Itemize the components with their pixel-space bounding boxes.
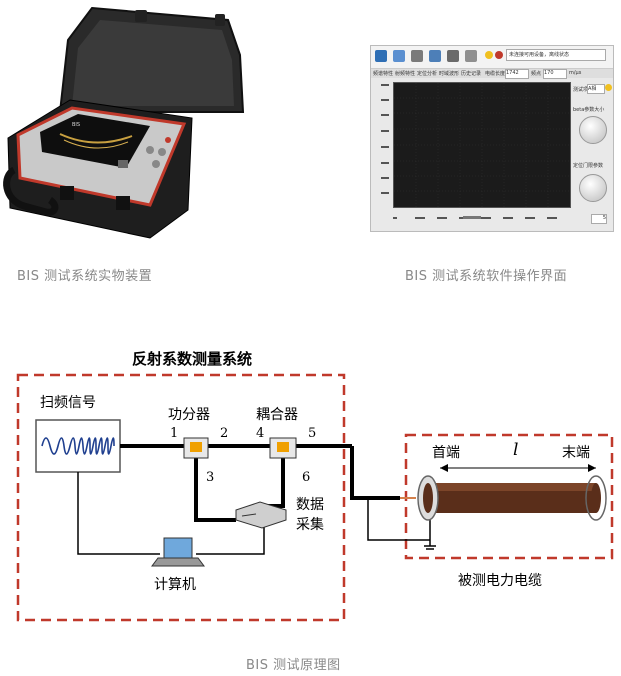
- port-6: 6: [302, 470, 311, 485]
- chirp-waveform: [41, 437, 115, 455]
- param2-label: 频点: [531, 71, 542, 77]
- side-indicator-light: [605, 84, 612, 91]
- port-5: 5: [308, 426, 317, 441]
- cable-head-core: [423, 483, 433, 513]
- case-handle: [3, 166, 59, 216]
- panel-button-3: [152, 160, 160, 168]
- schematic-diagram: [16, 373, 614, 622]
- daq-device: [235, 501, 287, 529]
- panel-button-2: [158, 148, 166, 156]
- settings-icon[interactable]: [447, 50, 459, 62]
- connect-icon[interactable]: [393, 50, 405, 62]
- status-light-yellow: [485, 51, 493, 59]
- cable-highlight: [428, 483, 596, 491]
- tab-timedomain[interactable]: 时域波形: [439, 71, 460, 77]
- cable-box: [404, 433, 614, 560]
- cable-tail-core: [591, 483, 601, 513]
- threshold-knob[interactable]: [579, 174, 607, 202]
- port-2: 2: [220, 426, 229, 441]
- knob2-label: 定位门限参数: [573, 163, 604, 169]
- param1-input[interactable]: 1742: [505, 69, 529, 79]
- splitter-core: [190, 442, 202, 452]
- x-axis-label: [463, 216, 481, 219]
- tab-spectrum[interactable]: 频谱特性: [373, 71, 394, 77]
- param1-label: 电缆长度: [485, 71, 506, 77]
- cable-tail-label: 末端: [562, 445, 590, 461]
- panel-button-1: [146, 146, 154, 154]
- length-arrow-left: [440, 464, 448, 472]
- length-arrow-right: [588, 464, 596, 472]
- cable-label: 被测电力电缆: [458, 573, 542, 589]
- status-field: 未连接可用设备，离线状态: [506, 49, 606, 61]
- screen-waveform: [59, 133, 133, 144]
- screen-title-text: BIS: [72, 122, 80, 128]
- phase-select[interactable]: A相: [587, 84, 605, 94]
- panel-connector: [118, 160, 128, 168]
- length-symbol: l: [513, 440, 519, 460]
- coupler-label: 耦合器: [256, 407, 298, 423]
- cable-head-label: 首端: [432, 445, 460, 461]
- threshold-spinbox[interactable]: 5: [591, 214, 607, 224]
- laptop-base: [151, 557, 205, 567]
- side-label-item: 测试项: [573, 87, 589, 93]
- x-axis-tick-marks: [393, 217, 557, 219]
- diagram-caption: BIS 测试原理图: [246, 658, 341, 673]
- computer-label: 计算机: [154, 577, 196, 593]
- screen-waveform-2: [63, 139, 129, 149]
- plot-grid: [394, 83, 570, 207]
- tab-rf[interactable]: 射频特性: [395, 71, 416, 77]
- software-window: 未连接可用设备，离线状态 频谱特性 射频特性 定位分析 时域波形 历史记录 电缆…: [370, 45, 614, 232]
- panel-indicator: [165, 137, 171, 143]
- latch-right: [116, 196, 130, 210]
- print-icon[interactable]: [429, 50, 441, 62]
- param2-input[interactable]: 170: [543, 69, 567, 79]
- tabs-row: [371, 69, 613, 78]
- port-1: 1: [170, 426, 179, 441]
- signal-label: 扫频信号: [40, 395, 96, 411]
- device-photo: BIS: [3, 6, 245, 239]
- y-axis-tick-marks: [381, 84, 389, 194]
- lid-hinge-left: [135, 10, 147, 22]
- daq-label-line2: 采集: [296, 517, 324, 533]
- param2-unit: m/μs: [569, 70, 582, 76]
- port-3: 3: [206, 470, 215, 485]
- case-lid-inner: [72, 20, 234, 106]
- latch-left: [60, 186, 74, 200]
- tab-history[interactable]: 历史记录: [461, 71, 482, 77]
- daq-label-line1: 数据: [296, 497, 324, 513]
- control-lines: [77, 472, 436, 555]
- plot-canvas[interactable]: [393, 82, 571, 208]
- measurement-system-box: [16, 373, 346, 622]
- device-screen: [40, 114, 150, 168]
- device-caption: BIS 测试系统实物装置: [17, 269, 153, 284]
- tab-locate[interactable]: 定位分析: [417, 71, 438, 77]
- coupler-core: [277, 442, 289, 452]
- help-icon[interactable]: [465, 50, 477, 62]
- x-axis-ticks: [393, 207, 569, 219]
- splitter-label: 功分器: [168, 407, 210, 423]
- knob1-label: beta参数大小: [573, 107, 605, 113]
- save-icon[interactable]: [411, 50, 423, 62]
- port-4: 4: [256, 426, 265, 441]
- software-caption: BIS 测试系统软件操作界面: [405, 269, 568, 284]
- status-light-red: [495, 51, 503, 59]
- beta-knob[interactable]: [579, 116, 607, 144]
- home-icon[interactable]: [375, 50, 387, 62]
- daq-detail: [241, 513, 257, 517]
- lid-hinge-right: [215, 14, 225, 26]
- laptop-screen: [163, 537, 193, 559]
- system-title: 反射系数测量系统: [132, 350, 253, 368]
- cable-tail-end: [585, 475, 607, 521]
